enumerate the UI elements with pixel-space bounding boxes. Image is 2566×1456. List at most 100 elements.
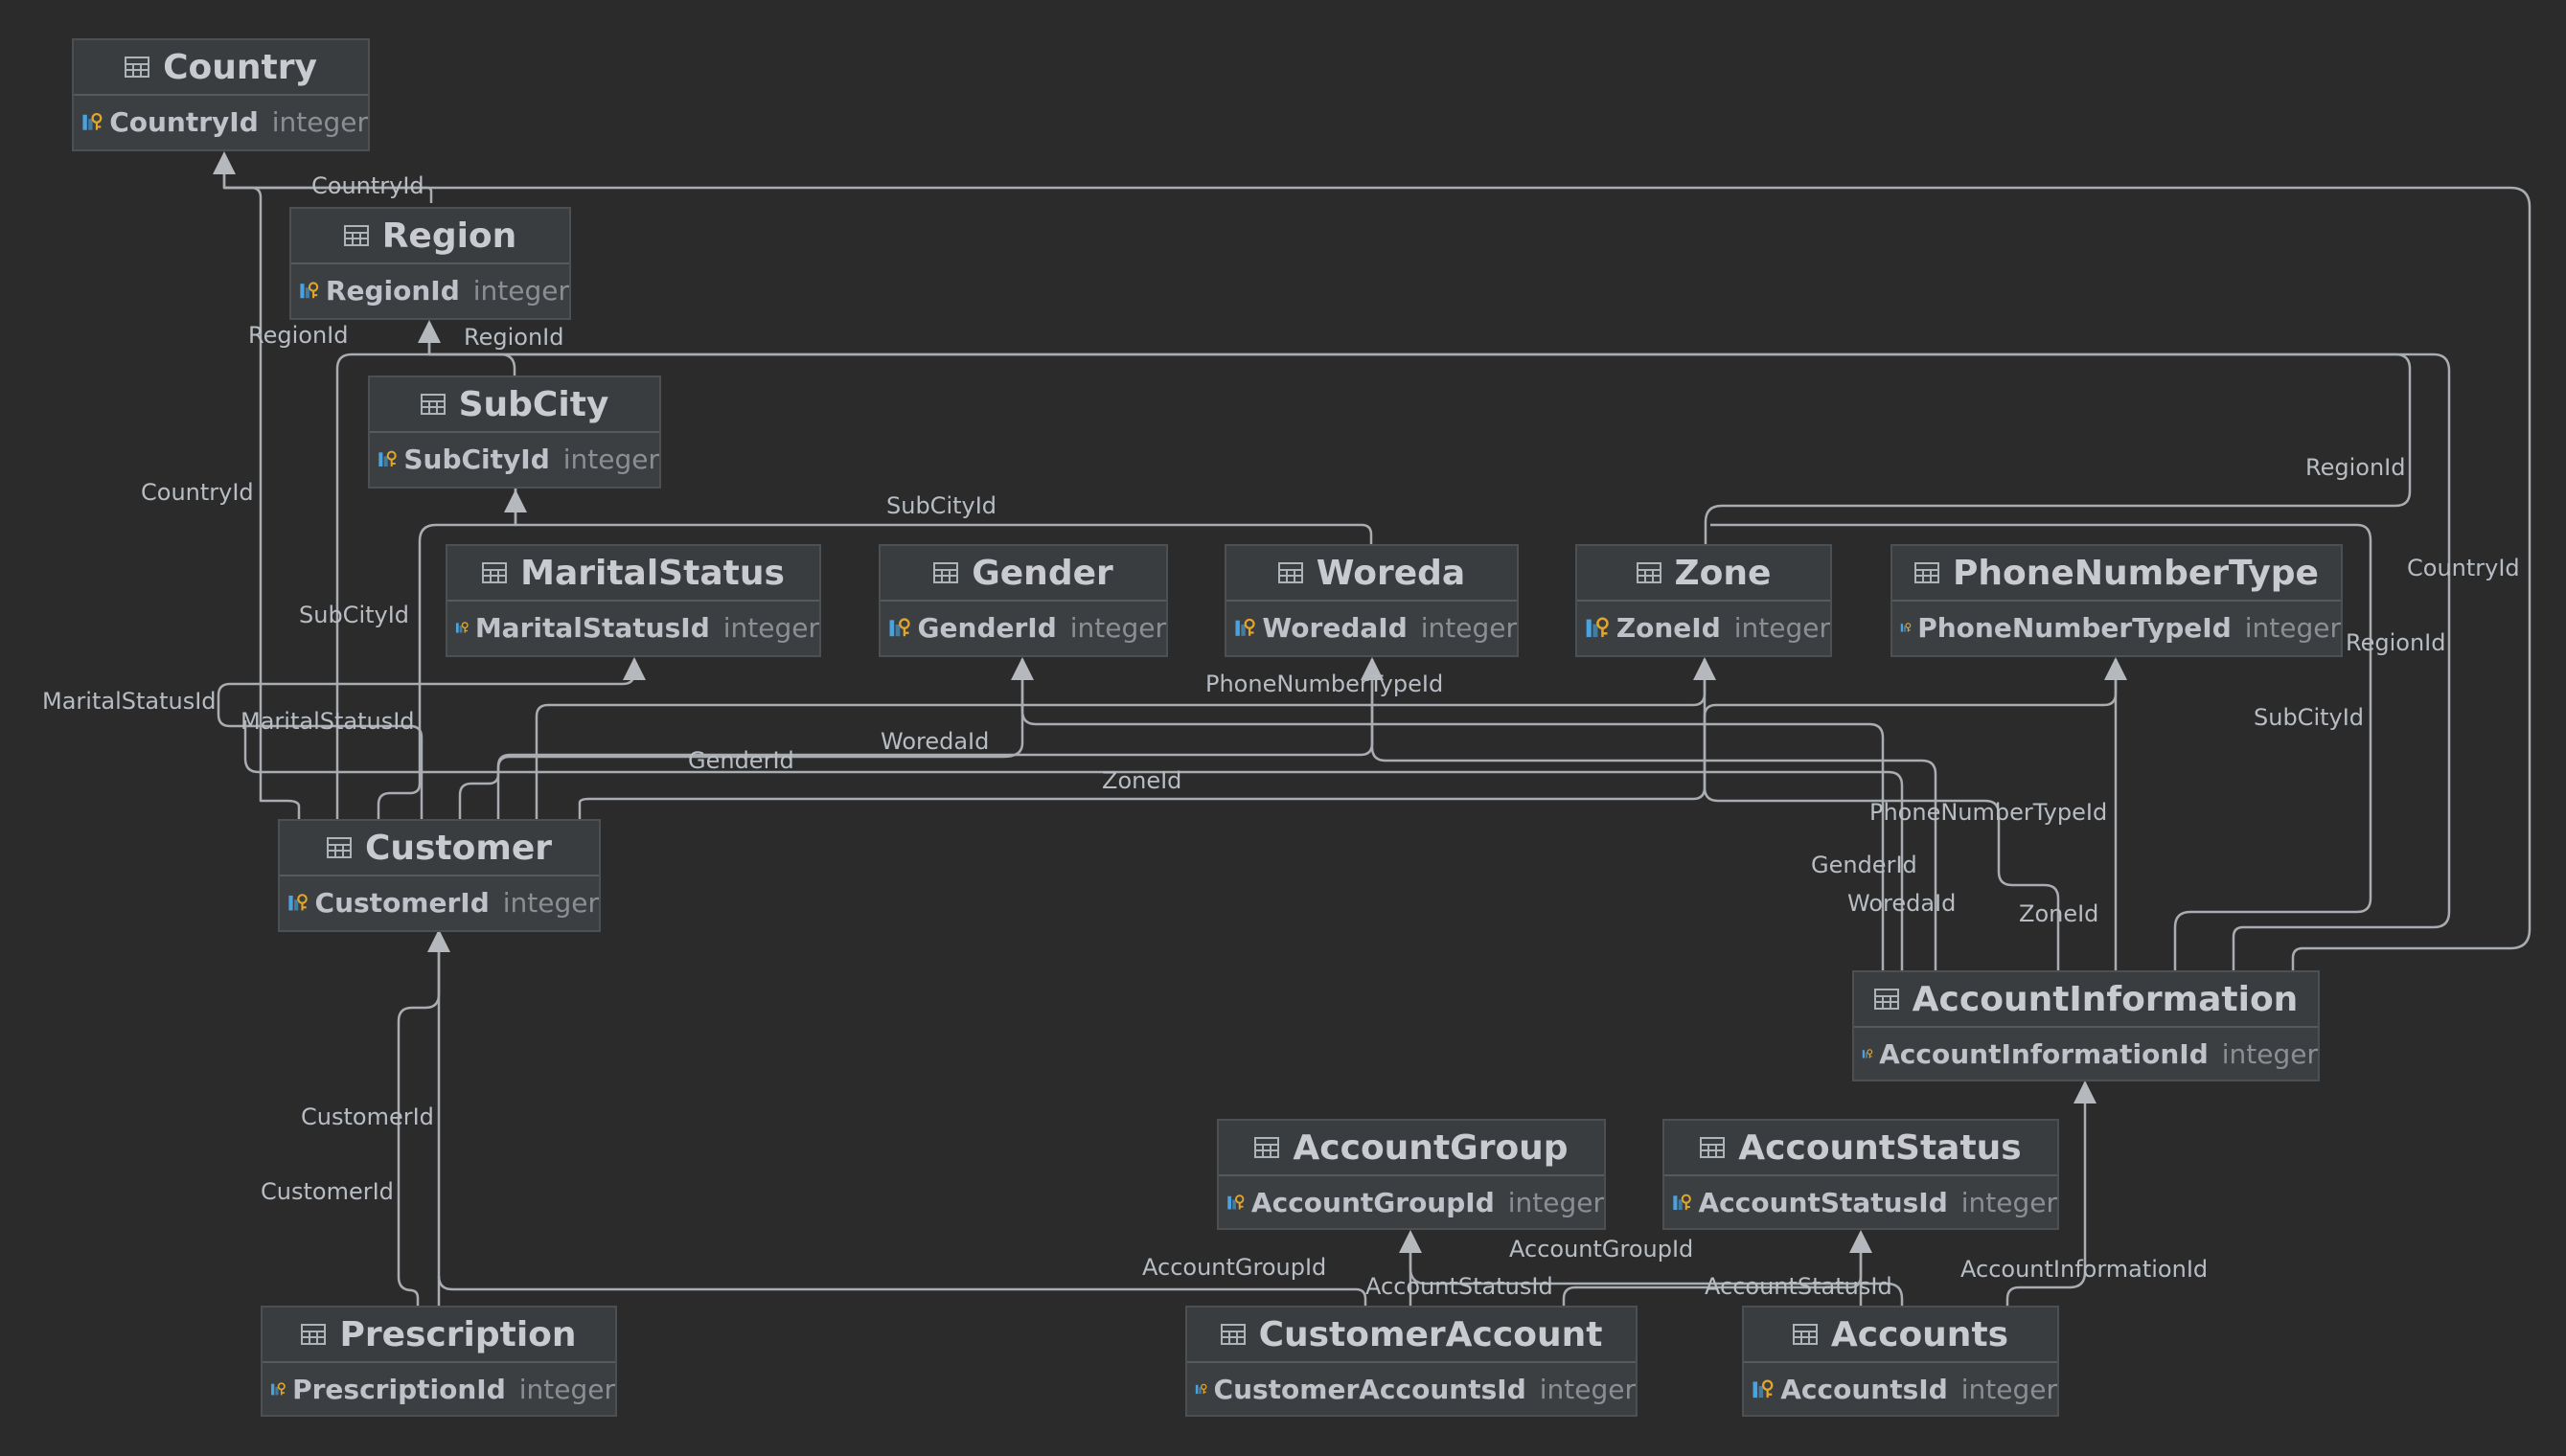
table-customer[interactable]: Customer CustomerId integer — [278, 819, 601, 932]
table-accountgroup[interactable]: AccountGroup AccountGroupId integer — [1217, 1119, 1606, 1230]
column-row[interactable]: GenderId integer — [881, 602, 1166, 653]
column-row[interactable]: PrescriptionId integer — [263, 1363, 615, 1415]
column-row[interactable]: AccountsId integer — [1744, 1363, 2057, 1415]
column-name: AccountInformationId — [1879, 1037, 2209, 1070]
primary-key-icon — [378, 450, 397, 467]
edge-label: SubCityId — [2254, 704, 2365, 731]
edge-label: AccountGroupId — [1142, 1254, 1327, 1281]
table-phonenumbertype[interactable]: PhoneNumberType PhoneNumberTypeId intege… — [1890, 544, 2343, 657]
column-row[interactable]: CustomerId integer — [280, 876, 599, 928]
arrow-accountgroup — [1399, 1230, 1422, 1253]
table-name: Country — [163, 47, 317, 87]
table-header: MaritalStatus — [447, 546, 819, 602]
primary-key-icon — [889, 618, 910, 637]
column-type: integer — [1507, 1186, 1604, 1218]
table-name: AccountInformation — [1912, 979, 2299, 1019]
edge-accinfo-zone — [1703, 659, 2060, 972]
primary-key-icon — [82, 112, 103, 130]
table-name: Zone — [1674, 553, 1772, 593]
primary-key-icon — [1673, 1194, 1691, 1211]
table-zone[interactable]: Zone ZoneId integer — [1575, 544, 1832, 657]
edge-accinfo-country — [224, 186, 2532, 972]
table-country[interactable]: Country CountryId integer — [72, 38, 370, 151]
arrow-country — [213, 151, 236, 174]
column-type: integer — [722, 611, 819, 644]
column-row[interactable]: CountryId integer — [74, 96, 368, 148]
column-type: integer — [1420, 611, 1517, 644]
arrow-accountinformation — [2073, 1081, 2096, 1103]
column-type: integer — [1733, 611, 1830, 644]
edge-label: WoredaId — [881, 728, 990, 755]
table-name: CustomerAccount — [1258, 1314, 1603, 1354]
table-gender[interactable]: Gender GenderId integer — [879, 544, 1168, 657]
edge-zone-region — [429, 353, 2412, 544]
primary-key-icon — [1586, 617, 1609, 638]
table-grid-icon — [1792, 1324, 1818, 1345]
column-row[interactable]: WoredaId integer — [1226, 602, 1517, 653]
arrow-gender — [1011, 657, 1034, 680]
table-maritalstatus[interactable]: MaritalStatus MaritalStatusId integer — [446, 544, 821, 657]
edge-customer-zone — [535, 659, 1707, 819]
arrow-region — [418, 320, 441, 343]
table-header: Zone — [1577, 546, 1830, 602]
table-grid-icon — [343, 225, 369, 246]
table-name: AccountStatus — [1738, 1127, 2022, 1168]
table-accountinformation[interactable]: AccountInformation AccountInformationId … — [1852, 970, 2320, 1081]
column-type: integer — [518, 1373, 615, 1405]
column-row[interactable]: SubCityId integer — [370, 433, 659, 485]
column-type: integer — [472, 274, 569, 307]
column-name: RegionId — [325, 274, 460, 307]
edge-label: ZoneId — [2019, 900, 2099, 927]
edge-customer-region — [335, 324, 431, 819]
column-row[interactable]: RegionId integer — [291, 264, 569, 316]
table-accounts[interactable]: Accounts AccountsId integer — [1742, 1306, 2059, 1417]
arrow-phonenumbertype — [2104, 657, 2127, 680]
primary-key-icon — [1900, 623, 1912, 632]
column-row[interactable]: CustomerAccountsId integer — [1187, 1363, 1636, 1415]
column-row[interactable]: MaritalStatusId integer — [447, 602, 819, 653]
table-name: Accounts — [1830, 1314, 2009, 1354]
column-row[interactable]: AccountStatusId integer — [1664, 1176, 2057, 1228]
table-name: Customer — [364, 828, 553, 868]
column-name: PhoneNumberTypeId — [1917, 611, 2232, 644]
table-woreda[interactable]: Woreda WoredaId integer — [1225, 544, 1519, 657]
edge-label: MaritalStatusId — [42, 688, 217, 715]
edge-custaccount-customer — [437, 1275, 1367, 1306]
edge-label: GenderId — [688, 747, 794, 774]
table-grid-icon — [420, 394, 446, 415]
column-name: GenderId — [917, 611, 1057, 644]
table-name: Region — [381, 216, 517, 256]
arrow-customer — [427, 929, 450, 952]
table-name: MaritalStatus — [520, 553, 785, 593]
column-row[interactable]: AccountInformationId integer — [1854, 1028, 2318, 1080]
table-name: Gender — [972, 553, 1113, 593]
table-name: AccountGroup — [1293, 1127, 1569, 1168]
table-prescription[interactable]: Prescription PrescriptionId integer — [261, 1306, 617, 1417]
table-header: Accounts — [1744, 1308, 2057, 1363]
column-row[interactable]: ZoneId integer — [1577, 602, 1830, 653]
arrow-accountstatus — [1849, 1230, 1872, 1253]
table-subcity[interactable]: SubCity SubCityId integer — [368, 375, 661, 489]
table-customeraccount[interactable]: CustomerAccount CustomerAccountsId integ… — [1185, 1306, 1638, 1417]
table-region[interactable]: Region RegionId integer — [289, 207, 571, 320]
table-header: Country — [74, 40, 368, 96]
table-header: Prescription — [263, 1308, 615, 1363]
column-type: integer — [502, 886, 599, 919]
column-row[interactable]: PhoneNumberTypeId integer — [1892, 602, 2341, 653]
table-grid-icon — [1636, 562, 1661, 583]
arrow-subcity — [504, 489, 527, 512]
table-grid-icon — [1700, 1137, 1726, 1158]
column-type: integer — [2221, 1037, 2318, 1070]
table-header: AccountInformation — [1854, 972, 2318, 1028]
table-accountstatus[interactable]: AccountStatus AccountStatusId integer — [1662, 1119, 2059, 1230]
edge-label: RegionId — [248, 322, 349, 349]
edge-accinfo-woreda — [1370, 659, 1937, 972]
table-grid-icon — [1277, 562, 1303, 583]
edge-label: AccountStatusId — [1365, 1273, 1553, 1300]
edge-label: GenderId — [1811, 852, 1917, 878]
primary-key-icon — [271, 1382, 286, 1396]
table-grid-icon — [1254, 1137, 1280, 1158]
table-header: Woreda — [1226, 546, 1517, 602]
column-row[interactable]: AccountGroupId integer — [1219, 1176, 1604, 1228]
